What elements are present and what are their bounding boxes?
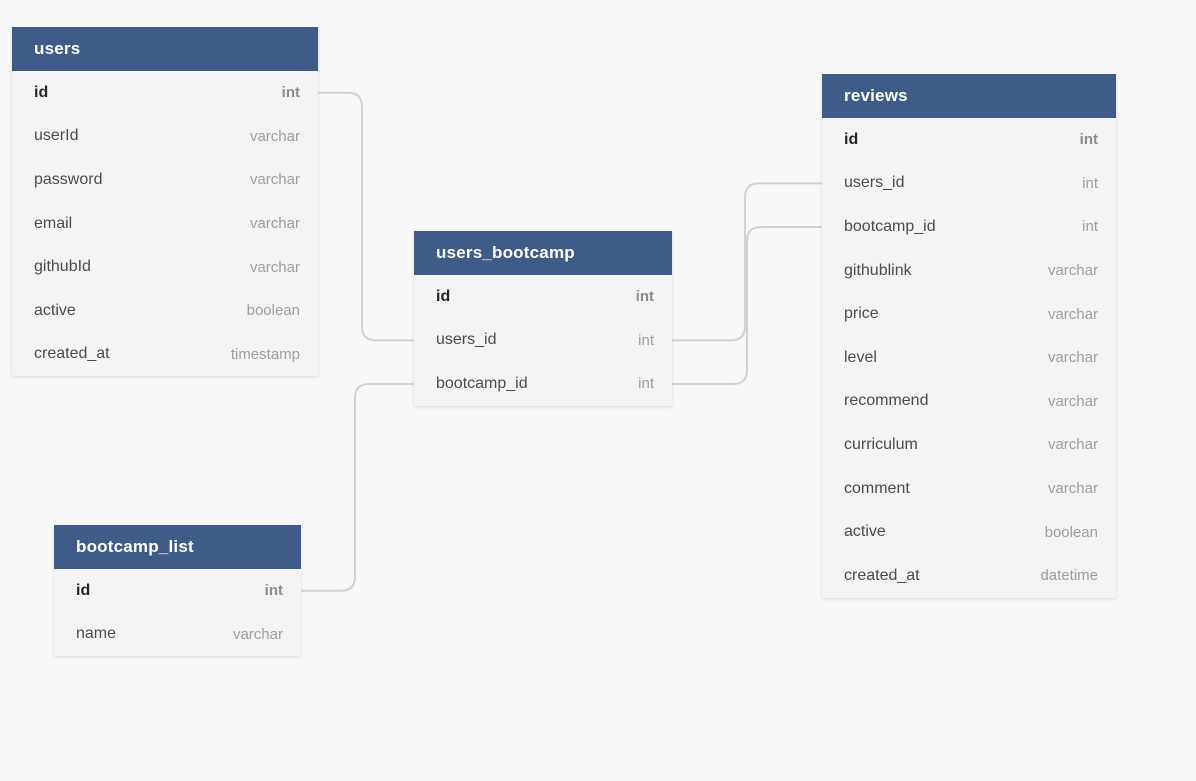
field-row: id int [54, 569, 301, 613]
field-row: githubId varchar [12, 245, 318, 289]
field-row: userId varchar [12, 115, 318, 159]
field-type-label: varchar [232, 625, 283, 643]
relationship-line [672, 182, 822, 342]
relationship-line [318, 91, 414, 342]
field-type-label: int [1082, 174, 1098, 192]
field-row: active boolean [12, 289, 318, 333]
table-header[interactable]: reviews [822, 74, 1116, 118]
field-type-label: timestamp [230, 345, 300, 363]
field-name-label: curriculum [844, 435, 918, 453]
field-type-label: varchar [1047, 305, 1098, 323]
field-type-label: datetime [1040, 567, 1098, 585]
table-title: users_bootcamp [436, 243, 575, 262]
relationship-line [672, 226, 822, 385]
field-name-label: id [436, 287, 451, 305]
field-row: email varchar [12, 202, 318, 246]
field-name-label: comment [844, 479, 910, 497]
table-title: bootcamp_list [76, 537, 194, 556]
table-title: reviews [844, 86, 908, 105]
field-type-label: boolean [1044, 523, 1098, 541]
field-name-label: id [844, 130, 859, 148]
field-type-label: varchar [249, 215, 300, 233]
field-name-label: email [34, 214, 73, 232]
field-type-label: varchar [249, 127, 300, 145]
field-row: created_at timestamp [12, 333, 318, 377]
field-name-label: id [76, 581, 91, 599]
field-name-label: created_at [34, 345, 110, 363]
field-type-label: int [281, 84, 300, 102]
field-name-label: id [34, 83, 49, 101]
field-name-label: active [844, 523, 886, 541]
table-body: id int name varchar [54, 569, 301, 657]
field-type-label: boolean [246, 302, 300, 320]
field-type-label: varchar [1047, 349, 1098, 367]
field-name-label: githublink [844, 261, 912, 279]
field-type-label: int [1082, 218, 1098, 236]
field-type-label: int [1079, 131, 1098, 149]
field-row: price varchar [822, 292, 1116, 336]
field-name-label: users_id [844, 174, 905, 192]
field-row: id int [822, 118, 1116, 162]
field-type-label: varchar [1047, 480, 1098, 498]
table-body: id int userId varchar password varchar email va… [12, 71, 318, 377]
field-row: active boolean [822, 510, 1116, 554]
field-type-label: varchar [1047, 392, 1098, 410]
field-row: githublink varchar [822, 249, 1116, 293]
field-row: comment varchar [822, 467, 1116, 511]
field-row: password varchar [12, 158, 318, 202]
field-row: created_at datetime [822, 554, 1116, 598]
field-row: bootcamp_id int [822, 205, 1116, 249]
field-row: users_id int [414, 319, 672, 363]
field-row: name varchar [54, 613, 301, 657]
field-type-label: int [264, 582, 283, 600]
field-row: curriculum varchar [822, 423, 1116, 467]
field-name-label: created_at [844, 566, 920, 584]
field-type-label: varchar [249, 258, 300, 276]
field-name-label: password [34, 170, 103, 188]
field-name-label: users_id [436, 331, 497, 349]
table-title: users [34, 39, 81, 58]
field-type-label: int [635, 288, 654, 306]
field-type-label: int [638, 331, 654, 349]
relationship-line [301, 383, 414, 592]
field-name-label: recommend [844, 392, 929, 410]
field-row: id int [414, 275, 672, 319]
field-name-label: githubId [34, 258, 91, 276]
field-row: bootcamp_id int [414, 362, 672, 406]
field-name-label: bootcamp_id [436, 374, 528, 392]
field-type-label: varchar [249, 171, 300, 189]
field-row: level varchar [822, 336, 1116, 380]
field-row: recommend varchar [822, 380, 1116, 424]
field-name-label: userId [34, 127, 79, 145]
table-header[interactable]: bootcamp_list [54, 525, 301, 569]
field-name-label: price [844, 305, 879, 323]
table-header[interactable]: users_bootcamp [414, 231, 672, 275]
field-type-label: int [638, 375, 654, 393]
field-row: users_id int [822, 162, 1116, 206]
field-row: id int [12, 71, 318, 115]
field-type-label: varchar [1047, 436, 1098, 454]
field-type-label: varchar [1047, 262, 1098, 280]
field-name-label: bootcamp_id [844, 217, 936, 235]
field-name-label: level [844, 348, 877, 366]
field-name-label: name [76, 625, 117, 643]
field-name-label: active [34, 301, 76, 319]
table-header[interactable]: users [12, 27, 318, 71]
